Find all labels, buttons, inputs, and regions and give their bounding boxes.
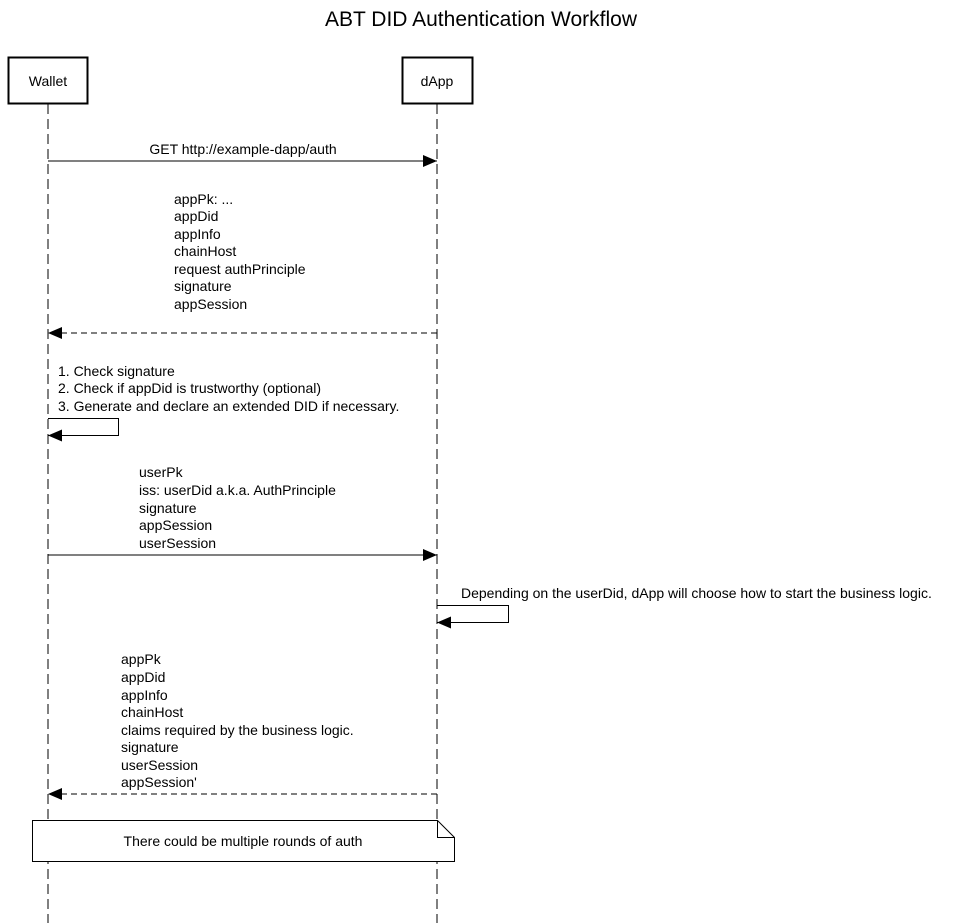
message-1-line-1: GET http://example-dapp/auth xyxy=(149,141,336,157)
message-1: GET http://example-dapp/auth xyxy=(48,141,437,167)
message-3-line-3: 3. Generate and declare an extended DID … xyxy=(58,398,399,414)
message-6-line-7: userSession xyxy=(121,757,198,773)
message-4-line-4: appSession xyxy=(139,517,212,533)
message-6-line-2: appDid xyxy=(121,669,165,685)
message-2-line-1: appPk: ... xyxy=(174,191,233,207)
message-3-line-2: 2. Check if appDid is trustworthy (optio… xyxy=(58,380,321,396)
message-6-line-1: appPk xyxy=(121,651,162,667)
message-2-line-3: appInfo xyxy=(174,226,221,242)
message-2-line-6: signature xyxy=(174,278,232,294)
participant-wallet-label: Wallet xyxy=(29,73,67,89)
message-2-line-5: request authPrinciple xyxy=(174,261,306,277)
message-2-line-2: appDid xyxy=(174,208,218,224)
message-6-line-4: chainHost xyxy=(121,704,183,720)
message-4-line-2: iss: userDid a.k.a. AuthPrinciple xyxy=(139,482,336,498)
message-5-arrow xyxy=(437,605,509,629)
message-2-line-4: chainHost xyxy=(174,243,236,259)
note: There could be multiple rounds of auth xyxy=(32,820,455,862)
message-4-line-5: userSession xyxy=(139,535,216,551)
message-4-line-1: userPk xyxy=(139,464,184,480)
message-5: Depending on the userDid, dApp will choo… xyxy=(437,585,932,629)
message-6-line-5: claims required by the business logic. xyxy=(121,722,354,738)
message-3: 1. Check signature 2. Check if appDid is… xyxy=(48,363,399,442)
message-6: appPk appDid appInfo chainHost claims re… xyxy=(48,651,437,800)
participant-wallet: Wallet xyxy=(7,56,89,105)
participant-dapp: dApp xyxy=(401,56,474,105)
message-3-arrow xyxy=(48,418,119,442)
diagram-title: ABT DID Authentication Workflow xyxy=(325,8,638,31)
participant-dapp-label: dApp xyxy=(421,73,454,89)
message-6-line-6: signature xyxy=(121,739,179,755)
message-5-line-1: Depending on the userDid, dApp will choo… xyxy=(461,585,932,601)
message-2-line-7: appSession xyxy=(174,296,247,312)
message-2: appPk: ... appDid appInfo chainHost requ… xyxy=(48,191,437,339)
message-6-line-3: appInfo xyxy=(121,687,168,703)
message-4: userPk iss: userDid a.k.a. AuthPrinciple… xyxy=(48,464,437,561)
note-text: There could be multiple rounds of auth xyxy=(124,833,363,849)
message-4-line-3: signature xyxy=(139,500,197,516)
message-6-line-8: appSession' xyxy=(121,774,197,790)
message-3-line-1: 1. Check signature xyxy=(58,363,175,379)
